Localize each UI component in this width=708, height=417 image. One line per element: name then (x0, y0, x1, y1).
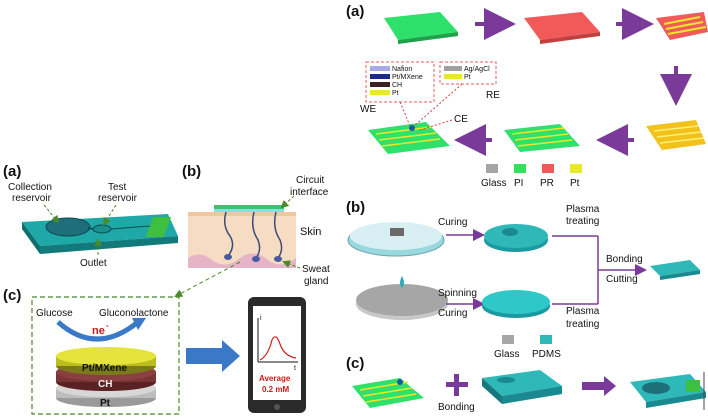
pdms-cured-1 (484, 224, 548, 252)
sensor-inset-box (31, 296, 180, 415)
outlet-label: Outlet (80, 258, 107, 269)
skin-cross-section (188, 205, 296, 268)
fab-step-1 (384, 12, 458, 44)
circuit-label-1: Circuit (296, 175, 325, 186)
sweat-label-1: Sweat (302, 264, 330, 275)
gluconolactone-label: Gluconolactone (99, 308, 169, 319)
bonding-c-label: Bonding (438, 402, 475, 413)
circuit-label-2: interface (290, 187, 329, 198)
plasma-2-label-1: Plasma (566, 306, 600, 317)
legend-a-glass-swatch (486, 164, 498, 173)
we-layer-3: CH (392, 82, 402, 89)
final-device (630, 372, 706, 410)
legend-a-pr-swatch (542, 164, 554, 173)
legend-a-pt: Pt (570, 178, 580, 189)
fab-step-4 (646, 120, 706, 150)
bonded-chip (650, 260, 700, 280)
left-panel-b-label: (b) (182, 163, 201, 180)
legend-b-glass: Glass (494, 349, 520, 360)
test-reservoir (92, 224, 112, 234)
plasma-1-label-2: treating (566, 216, 599, 227)
we-layer-2: Pt/MXene (392, 74, 423, 81)
sweat-label-2: gland (304, 276, 328, 287)
right-panel-b-label: (b) (346, 199, 365, 216)
phone-value-label: 0.2 mM (262, 385, 289, 394)
we-layer-4: Pt (392, 90, 399, 97)
curing-2-label: Curing (438, 308, 467, 319)
legend-a-pr: PR (540, 178, 554, 189)
legend-a-pi-swatch (514, 164, 526, 173)
ce-label: CE (454, 114, 468, 125)
right-panel-c-label: (c) (346, 355, 364, 372)
layer-ptmxene-label: Pt/MXene (82, 363, 127, 374)
electrode-chip (352, 378, 424, 408)
legend-a (486, 164, 582, 173)
re-inset (439, 61, 497, 85)
legend-b-glass-swatch (502, 335, 514, 344)
re-layer-1: Ag/AgCl (464, 66, 490, 73)
legend-b-pdms-swatch (540, 335, 552, 344)
to-phone-arrow (186, 340, 240, 372)
cutting-b-label: Cutting (606, 274, 638, 285)
final-arrow (582, 376, 616, 396)
test-label-2: reservoir (98, 193, 138, 204)
pdms-film (482, 290, 550, 318)
fab-step-6 (368, 122, 450, 154)
mold-dish (347, 222, 445, 257)
spinning-label: Spinning (438, 288, 477, 299)
phone-curve (259, 336, 297, 361)
we-layer-1: Nafion (392, 66, 412, 73)
phone-axis-i: i (260, 315, 262, 322)
electron-sup: - (106, 321, 109, 330)
plus-sign (446, 374, 468, 396)
left-panel-a-label: (a) (3, 163, 21, 180)
left-panel-c-label: (c) (3, 287, 21, 304)
test-label-1: Test (108, 182, 127, 193)
plasma-1-label-1: Plasma (566, 204, 600, 215)
legend-a-glass: Glass (481, 178, 507, 189)
reaction-arrow (56, 320, 140, 342)
pdms-chip (482, 370, 562, 404)
glucose-label: Glucose (36, 308, 73, 319)
we-layer-swatches (370, 66, 390, 95)
right-panel-a-label: (a) (346, 3, 364, 20)
layer-pt-label: Pt (100, 398, 111, 409)
glass-wafer (356, 276, 448, 320)
fab-step-5 (504, 124, 580, 152)
skin-label: Skin (300, 226, 321, 238)
electron-label: ne (92, 325, 105, 337)
legend-a-pi: PI (514, 178, 523, 189)
fab-step-2 (524, 12, 600, 44)
we-label: WE (360, 104, 376, 115)
legend-a-pt-swatch (570, 164, 582, 173)
curing-1-label: Curing (438, 217, 467, 228)
smartphone (248, 297, 306, 413)
fab-step-3 (656, 12, 708, 40)
re-label: RE (486, 90, 500, 101)
re-layer-2: Pt (464, 74, 471, 81)
phone-axis-t: t (294, 365, 296, 372)
layer-ch-label: CH (98, 379, 112, 390)
collection-reservoir (45, 217, 91, 237)
plasma-2-label-2: treating (566, 319, 599, 330)
bonding-b-label: Bonding (606, 254, 643, 265)
phone-average-label: Average (259, 374, 291, 383)
sweat-device-3d (22, 214, 178, 254)
collection-label-2: reservoir (12, 193, 52, 204)
legend-b-pdms: PDMS (532, 349, 561, 360)
collection-label-1: Collection (8, 182, 52, 193)
electrode-layer-stack (56, 347, 156, 407)
